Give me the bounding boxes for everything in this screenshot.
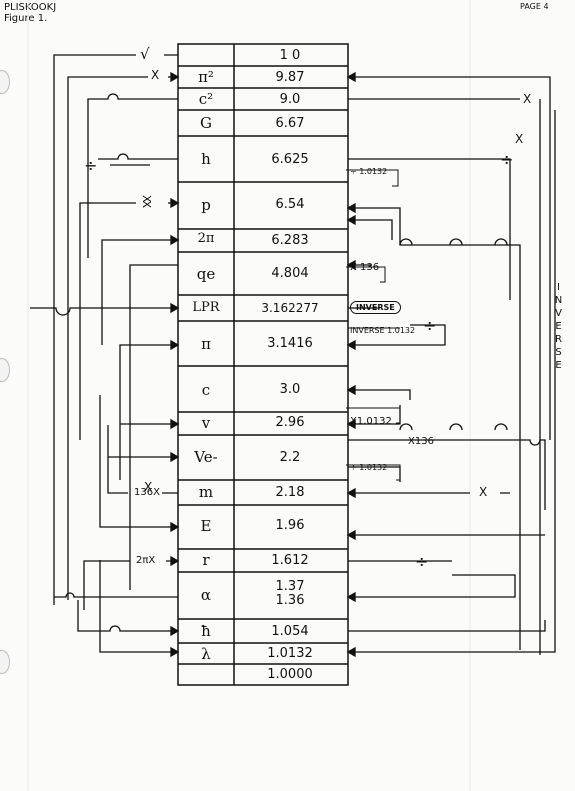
x1-0132-label: X1.0132 — [350, 416, 392, 427]
symbol-cell: E — [200, 517, 212, 535]
left-connections — [30, 54, 178, 653]
symbol-cell: qe — [196, 265, 216, 283]
value-cell: 1 0 — [279, 48, 301, 63]
value-cell: 1.37 1.36 — [275, 579, 305, 608]
div-1-0132-label: ÷ 1.0132 — [350, 167, 388, 176]
value-cell: 9.87 — [275, 70, 305, 85]
symbol-cell: λ — [201, 645, 211, 663]
symbol-cell: p — [201, 196, 211, 214]
page-number: PAGE 4 — [520, 2, 549, 11]
header-left-line2: Figure 1. — [4, 13, 48, 24]
xx-label: XX — [140, 195, 153, 207]
value-cell: 2.2 — [279, 450, 301, 465]
times-label-m: X — [144, 480, 153, 494]
sqrt-label: √ — [140, 45, 150, 63]
value-cell: 1.96 — [275, 518, 305, 533]
divide-label-h-right: ÷ — [500, 150, 514, 169]
symbol-cell: π² — [198, 68, 214, 86]
symbol-cell: ħ — [201, 622, 211, 640]
value-cell: 6.283 — [271, 233, 309, 248]
inverse-vertical-label: INVERSE — [553, 282, 564, 373]
page-rules — [27, 0, 471, 791]
136x-label: 136X — [134, 487, 160, 498]
div-1-0132-ve-label: ÷ 1.0132 — [350, 463, 388, 472]
symbol-cell: 2π — [197, 231, 215, 246]
symbol-cell: h — [201, 150, 211, 168]
times-label: X — [151, 68, 160, 82]
x136-v-label: X136 — [408, 436, 434, 447]
divide-label: ÷ — [84, 156, 98, 175]
inverse-1-0132-label: INVERSE 1.0132 — [350, 326, 416, 335]
symbol-cell: π — [201, 335, 211, 353]
symbol-cell: r — [202, 551, 210, 569]
symbol-cell: Ve- — [194, 448, 218, 466]
value-cell: 3.1416 — [267, 336, 313, 351]
times-label-m-right: X — [479, 485, 488, 499]
symbol-cell: v — [201, 414, 211, 432]
value-table-grid — [177, 43, 349, 686]
2pix-label: 2πX — [136, 555, 156, 566]
times-label-c2: X — [523, 92, 532, 106]
value-cell: 6.54 — [275, 197, 305, 212]
symbol-cell: c² — [198, 90, 214, 108]
x136-label: X 136 — [350, 262, 380, 273]
right-connections — [348, 76, 556, 655]
value-cell: 3.0 — [279, 382, 301, 397]
header-left-line1: PLISKOOKJ — [4, 2, 57, 13]
value-cell: 2.18 — [275, 485, 305, 500]
annotation-brackets — [346, 169, 401, 481]
value-cell: 1.612 — [271, 553, 309, 568]
symbol-cell: LPR — [192, 300, 220, 315]
times-label-h: X — [515, 132, 524, 146]
value-cell: 1.054 — [271, 624, 309, 639]
symbol-cell: G — [200, 114, 212, 132]
figure-caption: PLISKOOKJ Figure 1. — [4, 2, 56, 24]
left-arrowheads — [170, 71, 180, 658]
symbol-cell: m — [198, 483, 214, 501]
divide-label-r: ÷ — [415, 552, 429, 571]
symbol-cell: c — [201, 381, 211, 399]
right-arrowheads — [346, 71, 356, 658]
value-cell: 6.625 — [271, 152, 309, 167]
value-cell: 6.67 — [275, 116, 305, 131]
symbol-cell: α — [200, 586, 212, 604]
inverse-oval-label: INVERSE — [350, 301, 401, 314]
divide-label-pi: ÷ — [423, 316, 437, 335]
value-cell: 1.0000 — [267, 667, 313, 682]
value-cell: 9.0 — [279, 92, 301, 107]
value-cell: 1.0132 — [267, 646, 313, 661]
value-cell: 4.804 — [271, 266, 309, 281]
value-cell: 3.162277 — [261, 301, 319, 315]
value-cell: 2.96 — [275, 415, 305, 430]
